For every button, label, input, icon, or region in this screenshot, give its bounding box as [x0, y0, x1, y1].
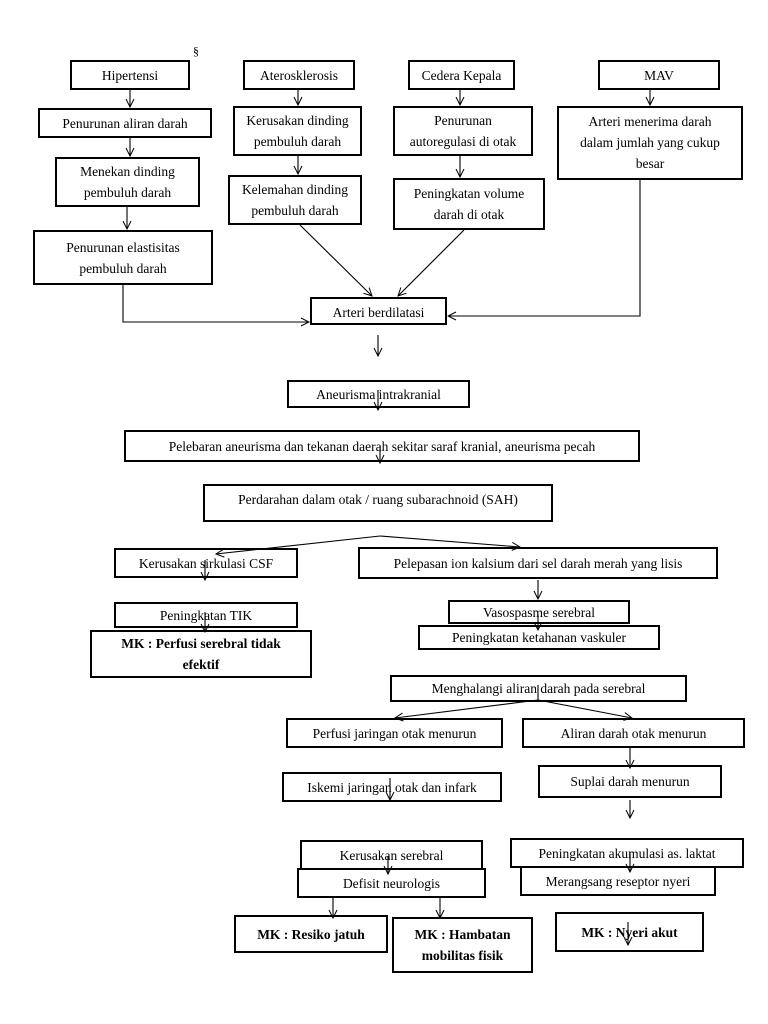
node-pelepasan-ion-kalsium: Pelepasan ion kalsium dari sel darah mer…	[358, 547, 718, 579]
node-mav: MAV	[598, 60, 720, 90]
node-mk-perfusi-serebral: MK : Perfusi serebral tidak efektif	[90, 630, 312, 678]
node-mk-nyeri-akut: MK : Nyeri akut	[555, 912, 704, 952]
section-mark: §	[193, 44, 199, 58]
node-merangsang-reseptor-nyeri: Merangsang reseptor nyeri	[520, 866, 716, 896]
node-menghalangi-aliran: Menghalangi aliran darah pada serebral	[390, 675, 687, 702]
arrow-menghalangi-to-aliran-otak	[537, 699, 632, 718]
node-aneurisma-intrakranial: Aneurisma intrakranial	[287, 380, 470, 408]
node-arteri-berdilatasi: Arteri berdilatasi	[310, 297, 447, 325]
node-kerusakan-sirkulasi-csf: Kerusakan sirkulasi CSF	[114, 548, 298, 578]
node-defisit-neurologis: Defisit neurologis	[297, 868, 486, 898]
node-suplai-darah-menurun: Suplai darah menurun	[538, 765, 722, 798]
node-perdarahan-sah: Perdarahan dalam otak / ruang subarachno…	[203, 484, 553, 522]
node-aterosklerosis: Aterosklerosis	[243, 60, 355, 90]
node-penurunan-elastisitas: Penurunan elastisitas pembuluh darah	[33, 230, 213, 285]
node-penurunan-aliran-darah: Penurunan aliran darah	[38, 108, 212, 138]
node-mk-hambatan-mobilitas: MK : Hambatan mobilitas fisik	[392, 917, 533, 973]
node-aliran-darah-otak-menurun: Aliran darah otak menurun	[522, 718, 745, 748]
node-perfusi-jaringan-menurun: Perfusi jaringan otak menurun	[286, 718, 503, 748]
node-peningkatan-volume: Peningkatan volume darah di otak	[393, 178, 545, 230]
node-peningkatan-ketahanan-vaskuler: Peningkatan ketahanan vaskuler	[418, 625, 660, 650]
arrow-kelemahan-to-berdilatasi	[299, 224, 372, 296]
node-vasospasme-serebral: Vasospasme serebral	[448, 600, 630, 624]
arrow-volume-to-berdilatasi	[398, 229, 465, 296]
node-menekan-dinding: Menekan dinding pembuluh darah	[55, 157, 200, 207]
node-peningkatan-tik: Peningkatan TIK	[114, 602, 298, 628]
node-akumulasi-laktat: Peningkatan akumulasi as. laktat	[510, 838, 744, 868]
node-iskemi-jaringan: Iskemi jaringan otak dan infark	[282, 772, 502, 802]
arrow-perdarahan-to-kalsium	[379, 535, 520, 547]
node-kerusakan-dinding: Kerusakan dinding pembuluh darah	[233, 106, 362, 156]
node-kerusakan-serebral: Kerusakan serebral	[300, 840, 483, 870]
node-cedera-kepala: Cedera Kepala	[408, 60, 515, 90]
node-kelemahan-dinding: Kelemahan dinding pembuluh darah	[228, 175, 362, 225]
node-penurunan-autoregulasi: Penurunan autoregulasi di otak	[393, 106, 533, 156]
node-mk-resiko-jatuh: MK : Resiko jatuh	[234, 915, 388, 953]
node-pelebaran-aneurisma: Pelebaran aneurisma dan tekanan daerah s…	[124, 430, 640, 462]
node-arteri-menerima-darah: Arteri menerima darah dalam jumlah yang …	[557, 106, 743, 180]
node-hipertensi: Hipertensi	[70, 60, 190, 90]
arrow-elastisitas-to-berdilatasi	[122, 285, 309, 322]
arrow-menghalangi-to-perfusi-jaringan	[395, 699, 539, 718]
